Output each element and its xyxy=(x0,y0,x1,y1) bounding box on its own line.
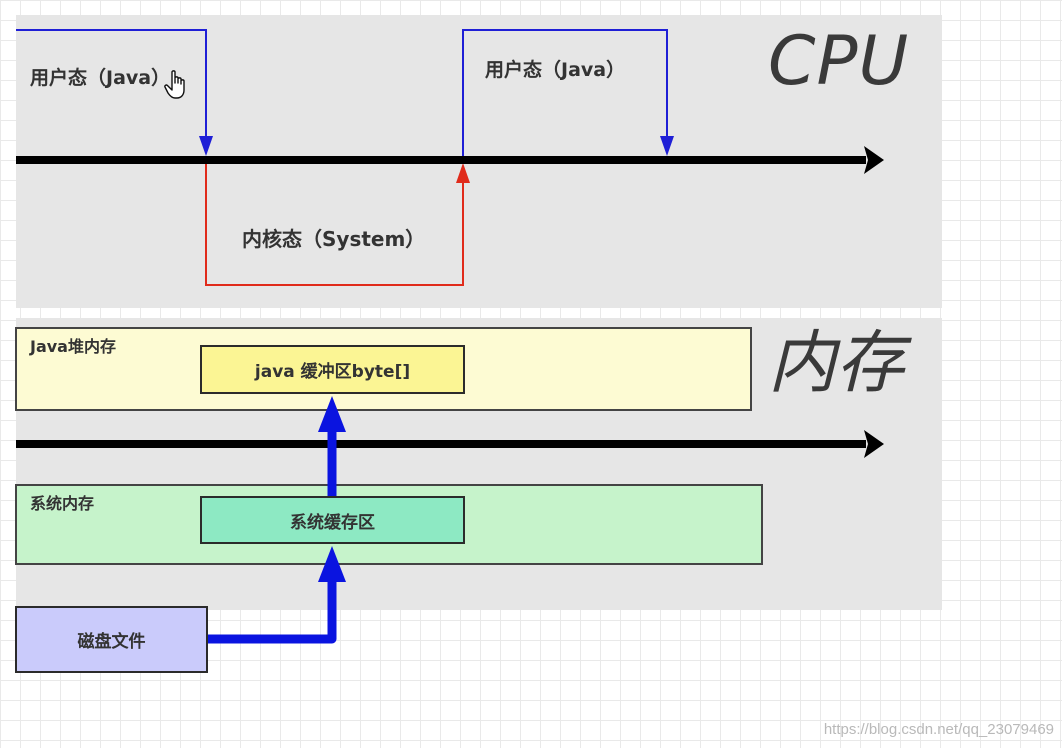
system-buffer-box: 系统缓存区 xyxy=(200,496,465,544)
user-mode-path-2 xyxy=(462,29,668,158)
system-buffer-label: 系统缓存区 xyxy=(290,512,375,533)
kernel-mode-path xyxy=(205,162,464,286)
disk-file-box: 磁盘文件 xyxy=(15,606,208,673)
watermark: https://blog.csdn.net/qq_23079469 xyxy=(823,721,1054,738)
user-mode-arrowhead-2 xyxy=(660,136,674,156)
user-mode-label-1: 用户态（Java） xyxy=(30,67,171,89)
hand-cursor-icon xyxy=(164,70,185,99)
java-heap-label: Java堆内存 xyxy=(30,337,116,356)
memory-timeline-arrowhead xyxy=(864,430,884,458)
memory-title: 内存 xyxy=(768,324,905,403)
kernel-mode-label: 内核态（System） xyxy=(242,227,426,251)
cpu-title: CPU xyxy=(768,22,910,101)
cpu-timeline-arrowhead xyxy=(864,146,884,174)
user-mode-label-2: 用户态（Java） xyxy=(485,59,626,81)
user-mode-path-1 xyxy=(16,29,207,142)
java-buffer-label: java 缓冲区byte[] xyxy=(254,362,411,382)
system-memory-label: 系统内存 xyxy=(30,494,95,513)
kernel-mode-arrowhead xyxy=(456,163,470,183)
java-buffer-box: java 缓冲区byte[] xyxy=(200,345,465,394)
user-mode-arrowhead-1 xyxy=(199,136,213,156)
disk-file-label: 磁盘文件 xyxy=(77,632,146,652)
